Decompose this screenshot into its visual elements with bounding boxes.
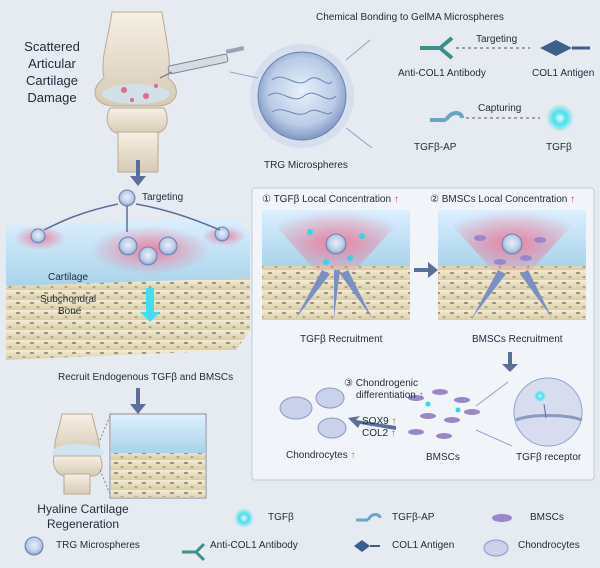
receptor-label: TGFβ receptor: [516, 452, 582, 463]
chondrocytes-text: Chondrocytes: [286, 450, 348, 461]
step-text: TGFβ Local Concentration: [273, 194, 392, 205]
anti-col1-label: Anti-COL1 Antibody: [398, 68, 486, 79]
regenerated-knee-illustration: [52, 413, 207, 499]
cartilage-label: Cartilage: [48, 272, 89, 283]
legend-chondrocytes-icon: [483, 539, 509, 557]
legend-col1-icon: [354, 540, 370, 552]
panel1-scene: [262, 210, 410, 320]
col1-antigen-label: COL1 Antigen: [532, 68, 595, 79]
legend-tgfb-ap-icon: [356, 513, 382, 522]
title-line: Scattered: [24, 39, 80, 54]
tgfb-ap-icon-top: [430, 111, 464, 122]
title-line: Cartilage: [25, 73, 79, 88]
legend-tgfb-ap-label: TGFβ-AP: [392, 512, 435, 523]
down-arrow-2: [130, 388, 146, 414]
syringe-illustration: [159, 46, 245, 79]
trg-microsphere-large: [229, 39, 373, 149]
middle-targeting-label: Targeting: [142, 192, 184, 203]
step1-label: ① TGFβ Local Concentration ↑: [262, 194, 399, 205]
legend-anti-col1-label: Anti-COL1 Antibody: [210, 540, 298, 551]
col2-label: COL2: [362, 428, 389, 439]
tissue-block: [6, 189, 250, 360]
title-line: Damage: [27, 90, 77, 105]
step3-label: ③ Chondrogenic differentiation ↑: [344, 378, 424, 402]
subchondral-line: Bone: [58, 306, 82, 317]
targeting-sphere: [118, 189, 136, 207]
antibody-icon-top: [420, 36, 454, 60]
scattered-damage-title: Scattered Articular Cartilage Damage: [14, 38, 90, 106]
panel2-scene: [438, 210, 586, 320]
increase-arrow-icon: ↑: [570, 194, 576, 205]
step-text: Chondrogenic: [355, 378, 419, 389]
step-number: ③: [344, 378, 353, 389]
bmscs-scene-label: BMSCs: [426, 452, 460, 463]
step-number: ②: [430, 194, 439, 205]
legend-trg-icon: [24, 536, 44, 556]
legend-antibody-icon: [182, 542, 206, 562]
chondrocytes-scene-label: Chondrocytes ↑: [286, 450, 355, 461]
differentiation-scene: [279, 377, 583, 447]
panel-arrow-right: [414, 262, 438, 278]
legend-tgfb-icon: [234, 508, 254, 528]
step-text: BMSCs Local Concentration: [441, 194, 568, 205]
col1-antigen-icon-top: [540, 40, 590, 56]
regeneration-title: Hyaline Cartilage Regeneration: [8, 502, 158, 532]
capturing-label: Capturing: [478, 103, 522, 114]
legend-bmscs-label: BMSCs: [530, 512, 564, 523]
title-line: Hyaline Cartilage: [37, 502, 129, 516]
legend-bmscs-icon: [492, 514, 512, 522]
damaged-knee-illustration: [94, 11, 177, 173]
title-line: Regeneration: [46, 517, 120, 531]
legend-chondrocytes-label: Chondrocytes: [518, 540, 580, 551]
increase-arrow-icon: ↑: [391, 416, 397, 427]
legend-trg-label: TRG Microspheres: [56, 540, 140, 551]
targeting-label: Targeting: [476, 34, 518, 45]
step2-label: ② BMSCs Local Concentration ↑: [430, 194, 575, 205]
increase-arrow-icon: ↑: [418, 390, 424, 401]
tgfb-label: TGFβ: [546, 142, 572, 153]
increase-arrow-icon: ↑: [393, 194, 399, 205]
legend-tgfb-label: TGFβ: [268, 512, 294, 523]
title-line: Articular: [28, 56, 76, 71]
subchondral-label: Subchondral Bone: [40, 294, 96, 318]
bmscs-recruitment-label: BMSCs Recruitment: [472, 334, 563, 345]
trg-microspheres-label: TRG Microspheres: [264, 160, 348, 171]
step-text: differentiation: [356, 390, 416, 401]
increase-arrow-icon: ↑: [390, 428, 396, 439]
panel-arrow-down: [502, 352, 518, 372]
tgfb-ap-label: TGFβ-AP: [414, 142, 457, 153]
recruit-arrow: [140, 288, 160, 322]
subchondral-line: Subchondral: [40, 294, 97, 305]
increase-arrow-icon: ↑: [350, 450, 356, 461]
sox9-label: SOX9: [362, 416, 389, 427]
tgfb-recruitment-label: TGFβ Recruitment: [300, 334, 383, 345]
bonding-title: Chemical Bonding to GelMA Microspheres: [316, 12, 504, 23]
recruit-label: Recruit Endogenous TGFβ and BMSCs: [58, 372, 234, 383]
step-number: ①: [262, 194, 271, 205]
marker-labels: SOX9 ↑ COL2 ↑: [362, 416, 396, 440]
legend-col1-label: COL1 Antigen: [392, 540, 455, 551]
down-arrow-1: [130, 160, 146, 186]
